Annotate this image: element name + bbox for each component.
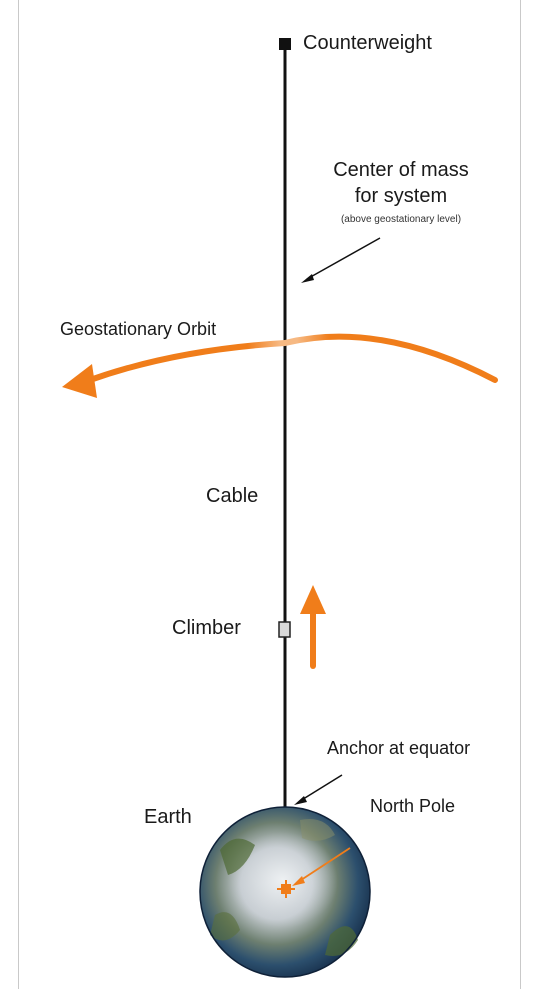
north-pole-arrow-icon (292, 847, 351, 886)
plus-marker-icon (277, 880, 295, 898)
anchor-label: Anchor at equator (327, 738, 471, 758)
diagram-frame (18, 0, 521, 989)
anchor-arrow-icon (294, 774, 343, 805)
center-of-mass-arrow-icon (301, 237, 381, 283)
cable-label: Cable (206, 485, 259, 507)
climber-label: Climber (172, 617, 241, 639)
counterweight-block (279, 38, 291, 50)
arrow-up-icon (300, 585, 326, 669)
curved-arrow-left-icon (62, 333, 498, 398)
counterweight-label: Counterweight (303, 32, 432, 54)
earth-label: Earth (144, 806, 192, 828)
center-of-mass-label-line1: Center of mass (333, 159, 469, 181)
center-of-mass-note: (above geostationary level) (340, 214, 462, 225)
geostationary-orbit-label: Geostationary Orbit (60, 319, 217, 339)
center-of-mass-label-line2: for system (354, 185, 448, 207)
climber-block (278, 621, 291, 638)
north-pole-label: North Pole (370, 796, 456, 816)
